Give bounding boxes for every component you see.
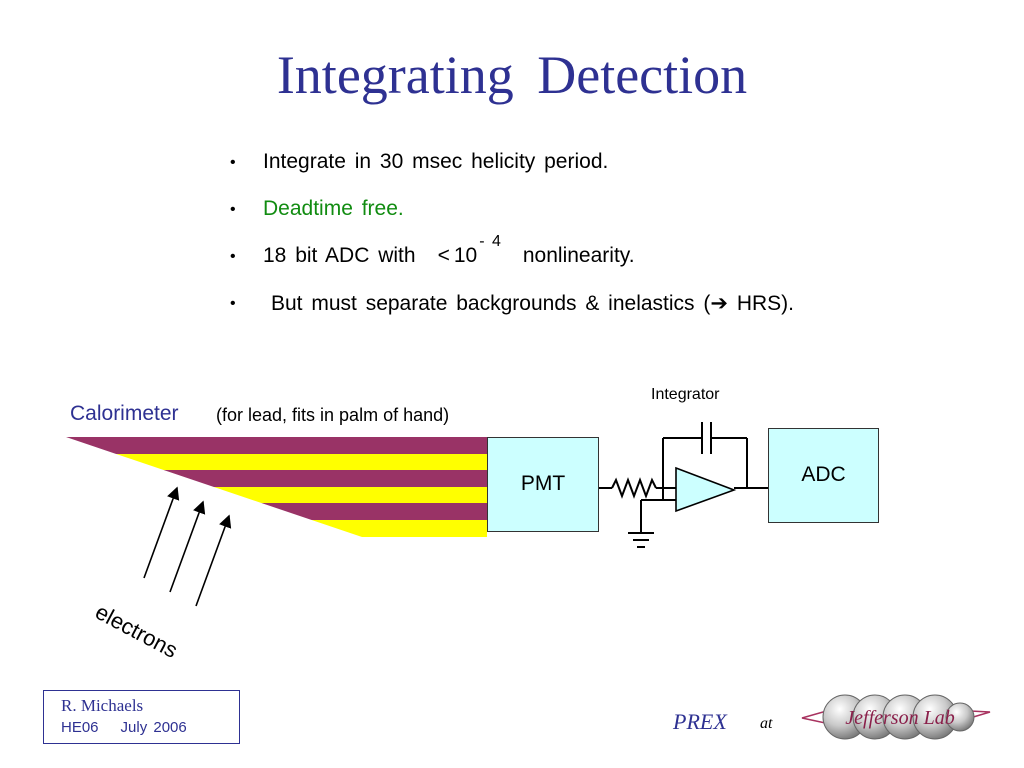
at-label: at bbox=[760, 715, 773, 732]
integrator-circuit bbox=[598, 422, 768, 548]
logo-sphere bbox=[945, 702, 975, 732]
bullet-prefix: But must separate backgrounds & inelasti… bbox=[271, 292, 711, 315]
power-base: 10 bbox=[453, 244, 478, 267]
slide-title: Integrating Detection bbox=[276, 45, 748, 105]
bullet-text: But must separate backgrounds & inelasti… bbox=[271, 291, 794, 316]
calorimeter-label: Calorimeter bbox=[70, 402, 179, 425]
project-name: PREX bbox=[673, 709, 727, 734]
power-exponent: - 4 bbox=[479, 233, 501, 250]
pmt-label: PMT bbox=[520, 472, 566, 495]
event-date: HE06 July 2006 bbox=[61, 719, 239, 736]
calorimeter-note: (for lead, fits in palm of hand) bbox=[216, 405, 450, 425]
adc-label: ADC bbox=[801, 463, 846, 486]
electron-arrows bbox=[143, 486, 232, 607]
author-box: R. Michaels HE06 July 2006 bbox=[43, 690, 240, 744]
bullet-dot: • bbox=[230, 295, 236, 312]
bullet-text: 18 bit ADC with <10- 4 nonlinearity. bbox=[263, 233, 635, 268]
stripe-light bbox=[66, 454, 487, 470]
bullet-dot: • bbox=[230, 154, 236, 171]
right-arrow-icon: ➔ bbox=[710, 292, 728, 315]
electron-arrow bbox=[169, 500, 206, 593]
stripe-dark bbox=[66, 437, 487, 454]
resistor bbox=[611, 477, 657, 499]
bullet-text: Integrate in 30 msec helicity period. bbox=[263, 150, 609, 173]
event-name: HE06 bbox=[61, 719, 99, 736]
bullet-prefix: 18 bit ADC with bbox=[263, 244, 416, 267]
bullet-suffix: nonlinearity. bbox=[522, 244, 635, 267]
integrator-label: Integrator bbox=[651, 386, 720, 403]
logo-text: Jefferson Lab bbox=[845, 707, 954, 729]
adc-box: ADC bbox=[768, 428, 879, 523]
event-date-text: July 2006 bbox=[120, 719, 187, 736]
bullet-suffix: HRS). bbox=[727, 292, 794, 315]
amplifier-triangle bbox=[675, 466, 737, 513]
electron-arrow bbox=[195, 514, 232, 607]
less-than-sign: < bbox=[437, 244, 450, 267]
pmt-box: PMT bbox=[487, 437, 599, 532]
bullet-dot: • bbox=[230, 201, 236, 218]
bullet-dot: • bbox=[230, 248, 236, 265]
electron-arrow bbox=[143, 486, 180, 579]
author-name: R. Michaels bbox=[61, 696, 144, 715]
bullet-text: Deadtime free. bbox=[263, 197, 404, 220]
